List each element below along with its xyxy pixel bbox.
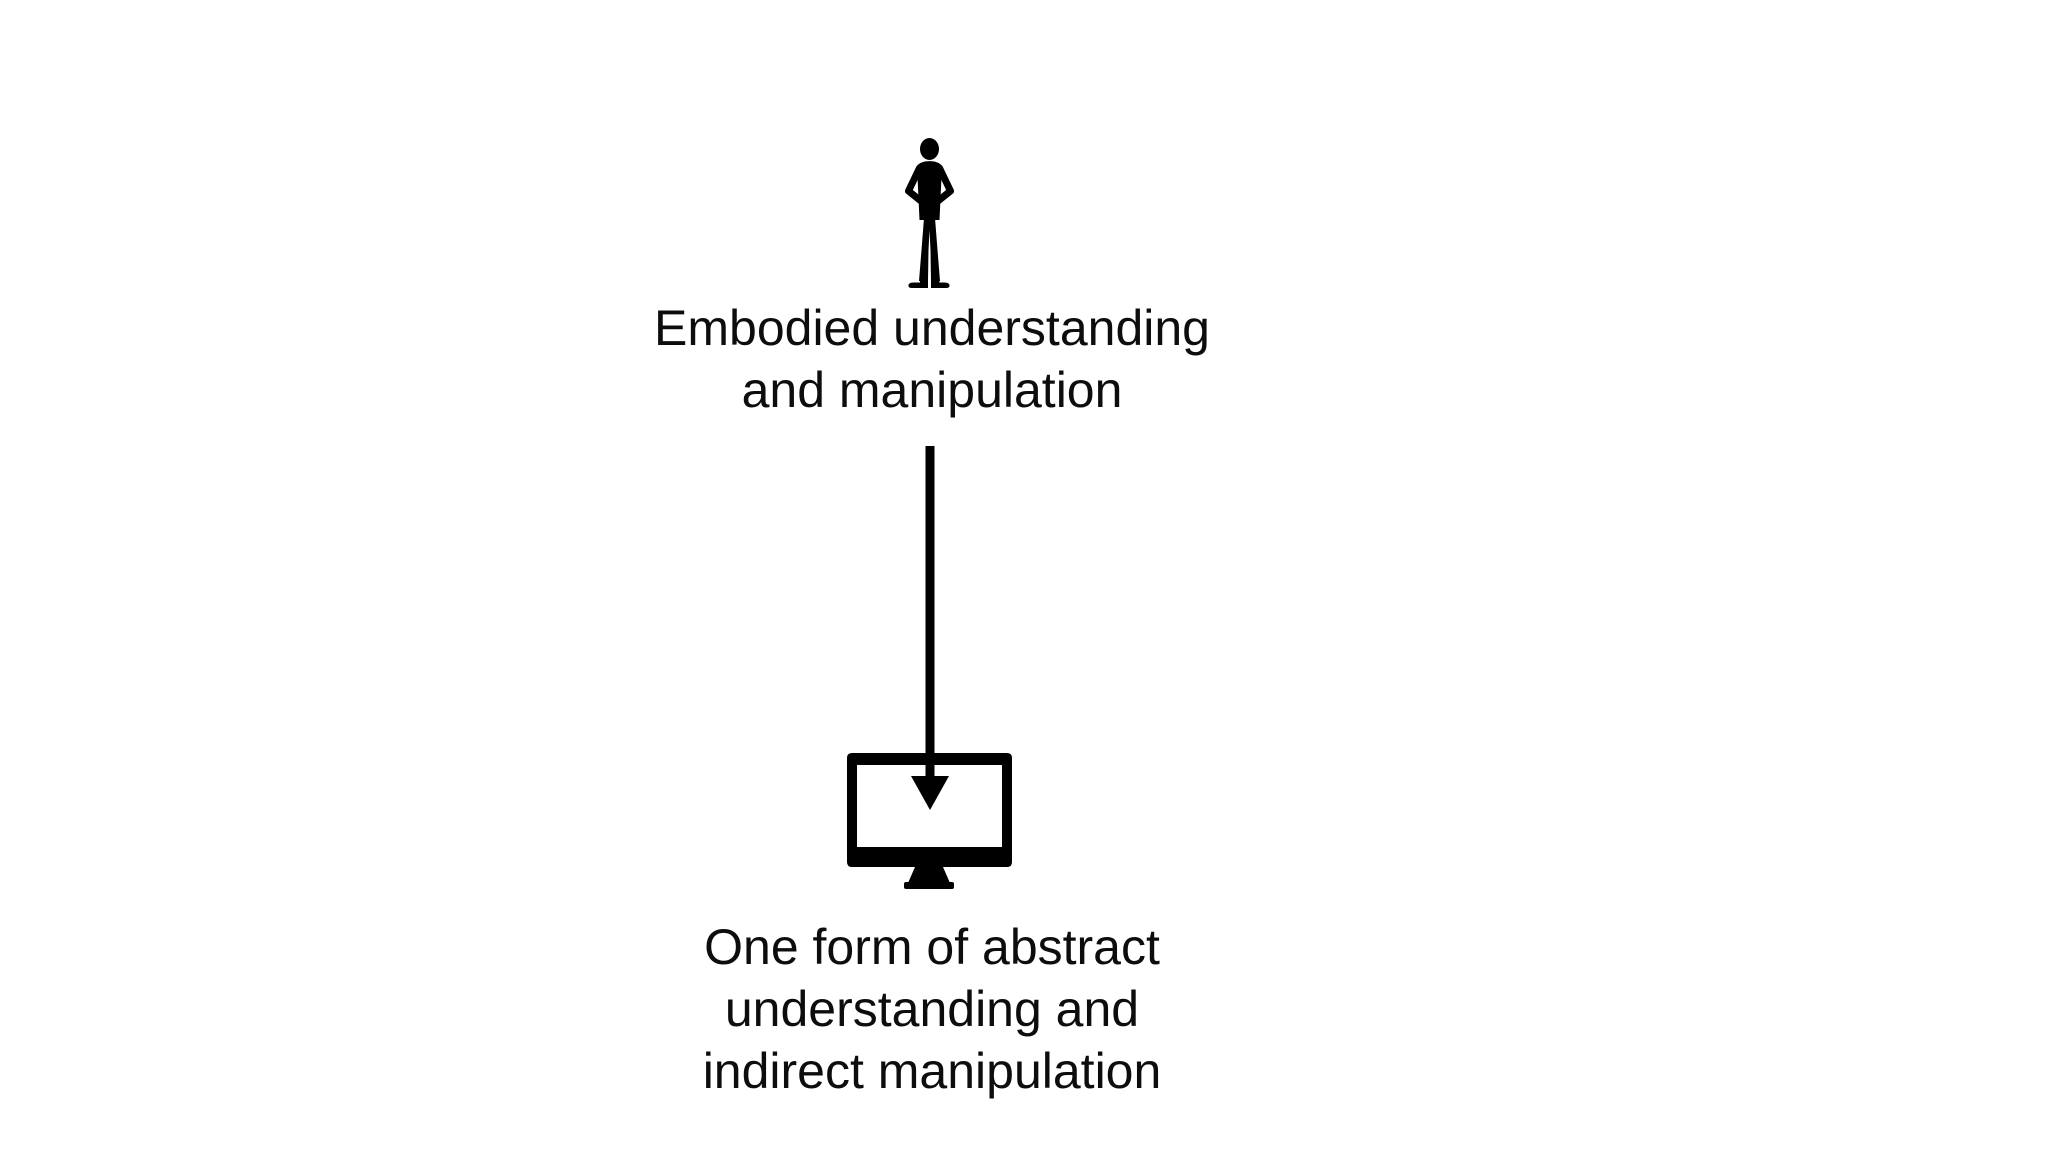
down-arrow-icon-svg — [911, 446, 949, 810]
person-icon — [898, 138, 960, 290]
top-caption: Embodied understanding and manipulation — [632, 297, 1232, 421]
bottom-caption-line-3: indirect manipulation — [702, 1043, 1162, 1099]
bottom-caption: One form of abstract understanding and i… — [632, 916, 1232, 1102]
bottom-caption-line-2: understanding and — [724, 981, 1140, 1037]
top-caption-line-2: and manipulation — [741, 362, 1123, 418]
bottom-caption-line-1: One form of abstract — [704, 919, 1160, 975]
person-icon-svg — [905, 138, 954, 288]
monitor-icon — [847, 753, 1012, 889]
top-caption-line-1: Embodied understanding — [654, 300, 1210, 356]
monitor-icon-svg — [847, 753, 1012, 889]
down-arrow-icon — [910, 446, 950, 810]
